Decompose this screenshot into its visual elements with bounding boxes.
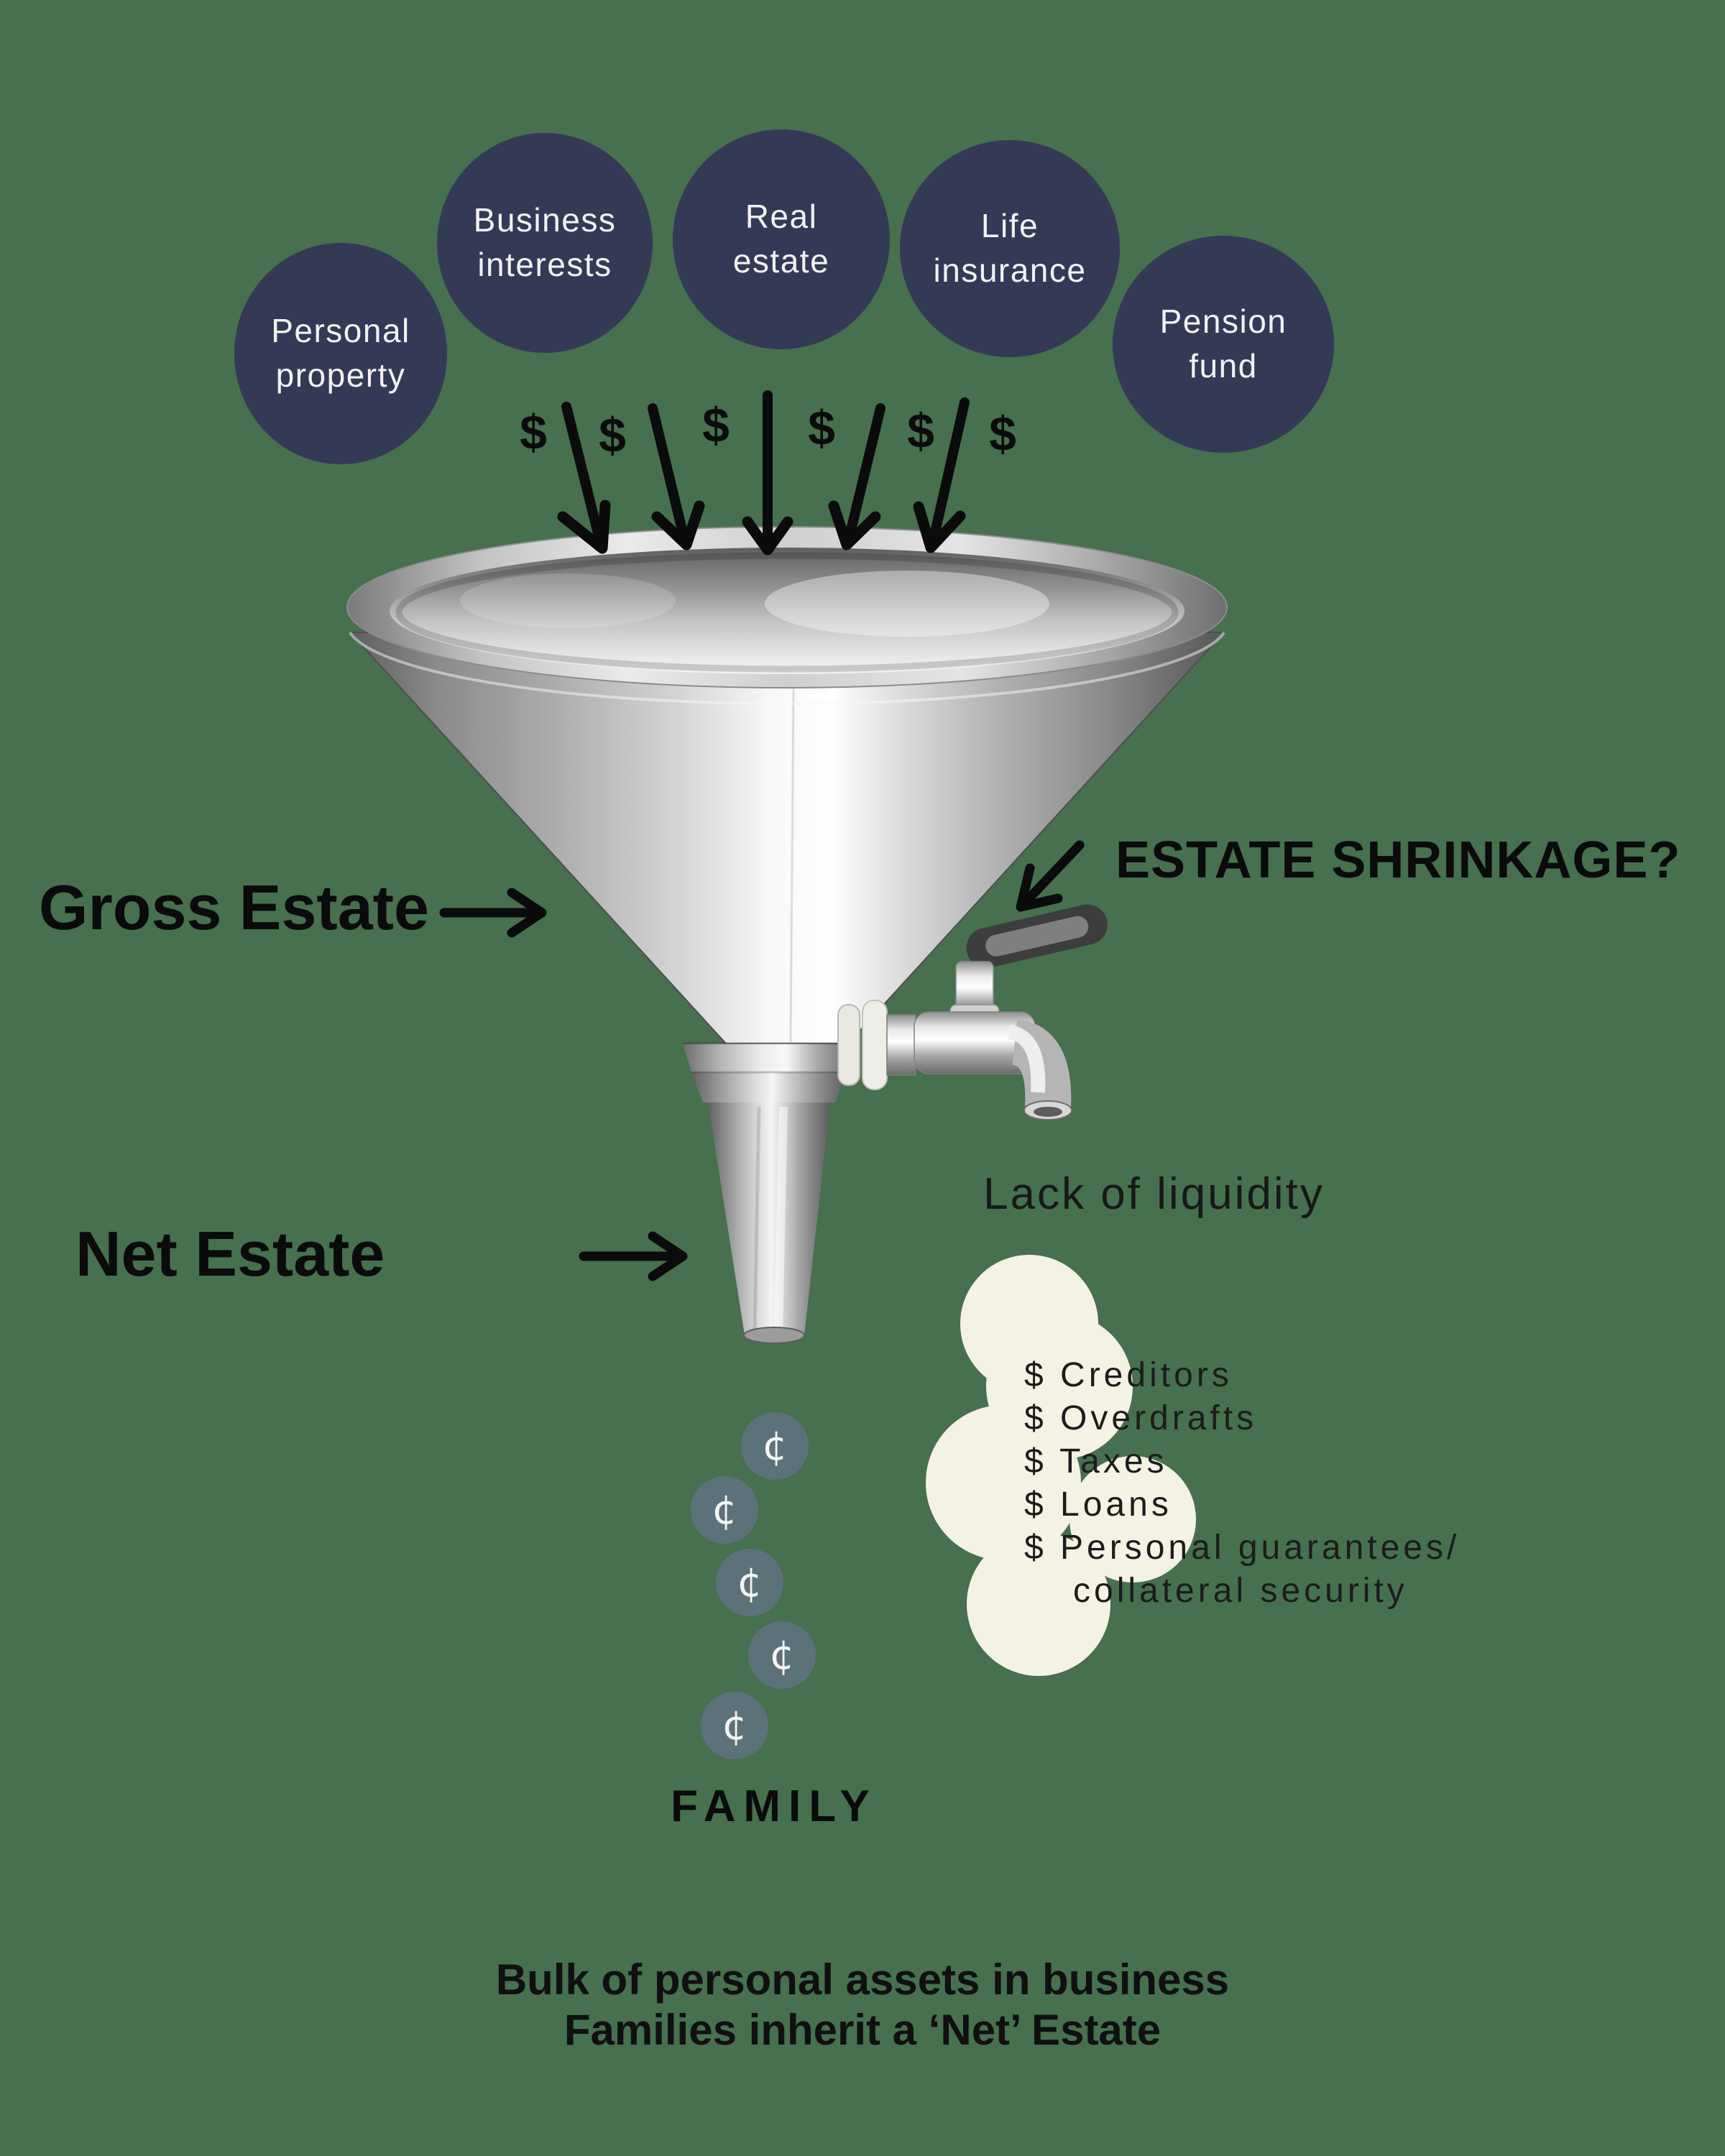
cent-symbol: ¢ (712, 1486, 737, 1534)
tap-handle (966, 904, 1108, 968)
dollar-sign: $ (520, 405, 547, 460)
funnel-stem (683, 1042, 855, 1344)
estate-shrinkage-arrow (1016, 840, 1085, 912)
cent-coin: ¢ (748, 1621, 816, 1689)
dollar-sign: $ (907, 404, 934, 459)
bubble-pension-fund: Pension fund (1113, 236, 1334, 453)
lack-of-liquidity-label: Lack of liquidity (983, 1169, 1325, 1219)
estate-shrinkage-label: ESTATE SHRINKAGE? (1116, 831, 1681, 889)
bubble-personal-property: Personal property (234, 243, 447, 464)
dollar-sign: $ (989, 407, 1016, 461)
bubble-personal-property-label: Personal property (271, 312, 410, 394)
family-label: FAMILY (671, 1782, 878, 1831)
liquidity-item-collateral: collateral security (1073, 1572, 1408, 1610)
cent-symbol: ¢ (737, 1559, 763, 1606)
tap-icon (837, 904, 1108, 1120)
dollar-sign: $ (702, 398, 730, 453)
bubble-pension-fund-label: Pension fund (1159, 303, 1287, 384)
net-estate-label: Net Estate (75, 1218, 385, 1289)
funnel-rim (346, 526, 1228, 706)
dollar-sign: $ (599, 408, 626, 463)
net-estate-arrow (579, 1231, 688, 1281)
footer-line-2: Families inherit a ‘Net’ Estate (564, 2006, 1162, 2054)
blob-circle (967, 1532, 1110, 1676)
liquidity-item-taxes: $ Taxes (1024, 1442, 1168, 1480)
cent-coin: ¢ (741, 1412, 809, 1480)
cent-coin: ¢ (716, 1549, 783, 1616)
liquidity-item-guarantees: $ Personal guarantees/ (1024, 1529, 1460, 1567)
bubble-business-interests: Business interests (437, 133, 653, 353)
footer-text: Bulk of personal assets in business Fami… (496, 1955, 1229, 2055)
cent-coin: ¢ (701, 1692, 768, 1759)
liquidity-item-creditors: $ Creditors (1024, 1356, 1233, 1394)
footer-line-1: Bulk of personal assets in business (495, 1955, 1230, 2004)
funnel-cone (348, 632, 1226, 1044)
liquidity-item-overdrafts: $ Overdrafts (1024, 1399, 1258, 1437)
liquidity-list: $ Creditors $ Overdrafts $ Taxes $ Loans… (1024, 1354, 1460, 1613)
bubble-life-insurance: Life insurance (900, 140, 1120, 357)
bubble-real-estate: Real estate (673, 129, 890, 349)
dollar-sign: $ (808, 401, 835, 456)
gross-estate-arrow (439, 888, 547, 938)
bubble-life-insurance-label: Life insurance (933, 207, 1087, 289)
liquidity-item-loans: $ Loans (1024, 1485, 1172, 1524)
cent-symbol: ¢ (769, 1631, 795, 1679)
cent-coin: ¢ (691, 1476, 758, 1544)
cent-symbol: ¢ (722, 1702, 748, 1749)
gross-estate-label: Gross Estate (39, 872, 429, 943)
bubble-business-interests-label: Business interests (473, 201, 617, 283)
cent-symbol: ¢ (762, 1422, 788, 1470)
bubble-real-estate-label: Real estate (732, 198, 830, 280)
